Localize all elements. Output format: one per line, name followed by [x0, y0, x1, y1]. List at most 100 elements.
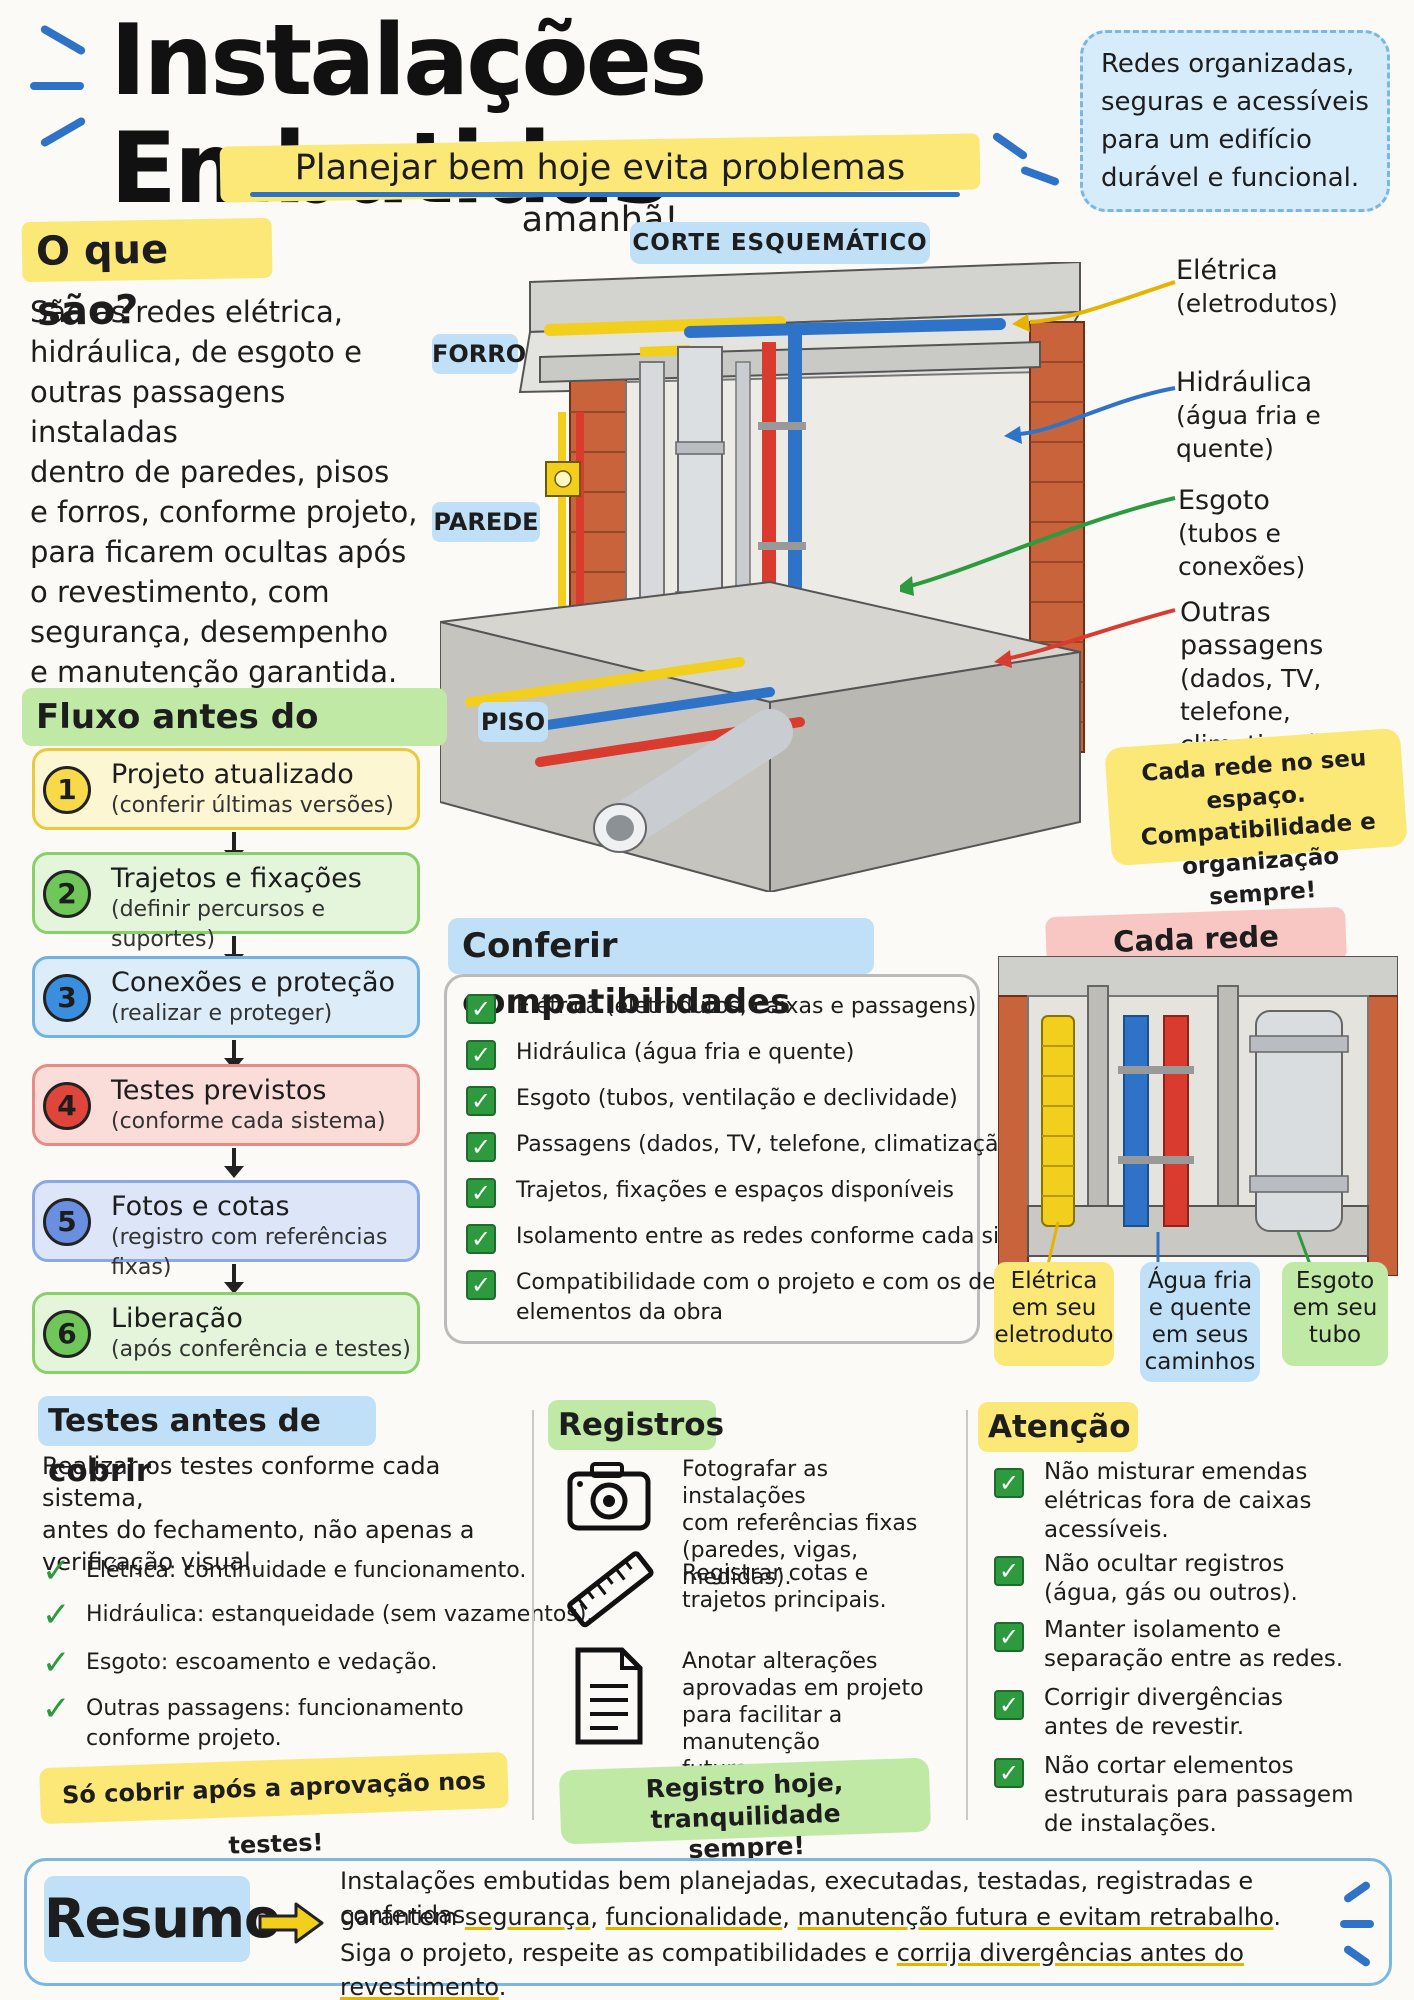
callout-sub: (eletrodutos) — [1176, 289, 1338, 318]
text-line: e manutenção garantida. — [30, 655, 398, 689]
section-divider — [532, 1410, 534, 1820]
step-number: 4 — [43, 1082, 91, 1130]
tests-note: Só cobrir após a aprovação nos testes! — [39, 1751, 509, 1860]
subtitle-underline — [250, 192, 960, 197]
compatibility-title: Conferir compatibilidades — [448, 918, 874, 1022]
check-icon: ✓ — [466, 1224, 496, 1254]
summary-emphasis: corrija divergências antes do revestimen… — [340, 1939, 1244, 2000]
tests-title: Testes antes de cobrir — [38, 1396, 376, 1489]
label-line: e quente — [1148, 1295, 1252, 1321]
checklist-item: Hidráulica (água fria e quente) — [516, 1040, 855, 1065]
cold-water-pipe — [1123, 1015, 1149, 1227]
right-brick — [1367, 995, 1398, 1276]
text-line: o revestimento, com — [30, 575, 330, 609]
text-line: Registrar cotas e — [682, 1561, 869, 1586]
step-subtitle: (registro com referências fixas) — [111, 1225, 388, 1280]
water-pipe-top — [684, 318, 1006, 338]
accent-dash — [39, 24, 87, 56]
attention-title: Atenção — [978, 1402, 1138, 1452]
callout-sub: (dados, TV, telefone, — [1180, 664, 1322, 726]
step-subtitle: (conferir últimas versões) — [111, 793, 394, 818]
step-number: 5 — [43, 1198, 91, 1246]
text-line: verificação visual. — [42, 1548, 259, 1576]
section-divider — [966, 1410, 968, 1820]
electrical-floor-conduit — [465, 657, 745, 707]
text-line: separação entre as redes. — [1044, 1646, 1344, 1672]
text-line: outras passagens instaladas — [30, 375, 286, 449]
text-line: Anotar alterações — [682, 1649, 878, 1674]
camera-icon — [567, 1462, 651, 1531]
check-icon: ✓ — [466, 1132, 496, 1162]
electrical-vertical-conduit — [558, 412, 566, 712]
flow-step-3: 3 Conexões e proteção (realizar e proteg… — [32, 956, 420, 1038]
test-item: Hidráulica: estanqueidade (sem vazamento… — [86, 1602, 594, 1627]
tagline-box: Redes organizadas, seguras e acessíveis … — [1080, 30, 1390, 212]
record-text-measures: Registrar cotas e trajetos principais. — [682, 1560, 942, 1614]
electrical-callout: Elétrica (eletrodutos) — [1176, 254, 1338, 320]
arrow-right-icon — [258, 1902, 324, 1944]
step-subtitle: (conforme cada sistema) — [111, 1109, 386, 1134]
what-are-title: O que são? — [21, 217, 273, 335]
attention-item: Não misturar emendas elétricas fora de c… — [1044, 1458, 1394, 1545]
text-line: antes de revestir. — [1044, 1714, 1245, 1740]
flow-arrow — [224, 1040, 244, 1070]
document-icon — [575, 1647, 643, 1745]
test-item-continued: conforme projeto. — [86, 1726, 282, 1751]
step-number: 2 — [43, 870, 91, 918]
check-icon: ✓ — [42, 1595, 71, 1635]
check-icon: ✓ — [994, 1468, 1024, 1498]
check-icon: ✓ — [466, 994, 496, 1024]
text-line: elétricas fora de caixas — [1044, 1488, 1312, 1514]
text-line: trajetos principais. — [682, 1588, 887, 1613]
wall-label: PAREDE — [432, 502, 540, 542]
text-line: acessíveis. — [1044, 1517, 1169, 1543]
summary-line: Siga o projeto, respeite as compatibilid… — [340, 1936, 1340, 2000]
summary-emphasis: segurança — [464, 1903, 591, 1931]
checklist-item: Passagens (dados, TV, telefone, climatiz… — [516, 1132, 1021, 1157]
step-subtitle: (realizar e proteger) — [111, 1001, 333, 1026]
label-line: Água fria — [1147, 1268, 1253, 1294]
tagline-line: durável e funcional. — [1101, 163, 1360, 193]
ruler-icon — [567, 1551, 654, 1628]
summary-emphasis: manutenção futura e evitam retrabalho — [797, 1903, 1274, 1931]
step-title: Trajetos e fixações — [111, 863, 362, 894]
text-line: estruturais para passagem — [1044, 1782, 1354, 1808]
summary-text: . — [498, 1973, 507, 2000]
other-callout-arrow — [1009, 608, 1176, 660]
label-line: Esgoto — [1295, 1268, 1375, 1294]
summary-box — [24, 1858, 1392, 1986]
accent-dash — [30, 82, 84, 90]
water-separate-label: Água fria e quente em seus caminhos — [1140, 1262, 1260, 1382]
text-line: Corrigir divergências — [1044, 1685, 1284, 1711]
text-line: para facilitar a manutenção — [682, 1703, 843, 1755]
summary-title: Resumo — [44, 1876, 281, 1962]
flow-arrow — [224, 1264, 244, 1294]
step-subtitle: (após conferência e testes) — [111, 1337, 411, 1362]
summary-text: , — [590, 1903, 606, 1931]
text-line: com referências fixas — [682, 1511, 918, 1536]
sewer-callout-arrow — [909, 496, 1176, 588]
summary-text: , — [782, 1903, 798, 1931]
check-icon: ✓ — [466, 1040, 496, 1070]
what-are-text: São as redes elétrica, hidráulica, de es… — [30, 292, 420, 692]
label-line: Elétrica — [1010, 1268, 1098, 1294]
flow-arrow — [224, 936, 244, 966]
callout-title: Outras passagens — [1180, 597, 1324, 661]
step-title: Conexões e proteção — [111, 967, 396, 998]
summary-line: Instalações embutidas bem planejadas, ex… — [340, 1867, 1254, 1929]
attention-item: Não ocultar registros (água, gás ou outr… — [1044, 1550, 1394, 1608]
callout-title: Hidráulica — [1176, 367, 1313, 398]
compatibility-checklist — [444, 974, 980, 1344]
electrical-conduit-top — [544, 316, 786, 336]
label-line: em seu — [1292, 1295, 1378, 1321]
attention-item: Corrigir divergências antes de revestir. — [1044, 1684, 1394, 1742]
text-line: Realizar os testes conforme cada sistema… — [42, 1452, 441, 1512]
left-brick — [998, 995, 1029, 1276]
test-item: Outras passagens: funcionamento — [86, 1696, 464, 1721]
text-line: Não cortar elementos — [1044, 1753, 1294, 1779]
attention-item: Não cortar elementos estruturais para pa… — [1044, 1752, 1394, 1839]
check-icon: ✓ — [994, 1690, 1024, 1720]
step-title: Fotos e cotas — [111, 1191, 290, 1222]
flow-step-6: 6 Liberação (após conferência e testes) — [32, 1292, 420, 1374]
records-note: Registro hoje, tranquilidade sempre! — [558, 1757, 932, 1864]
